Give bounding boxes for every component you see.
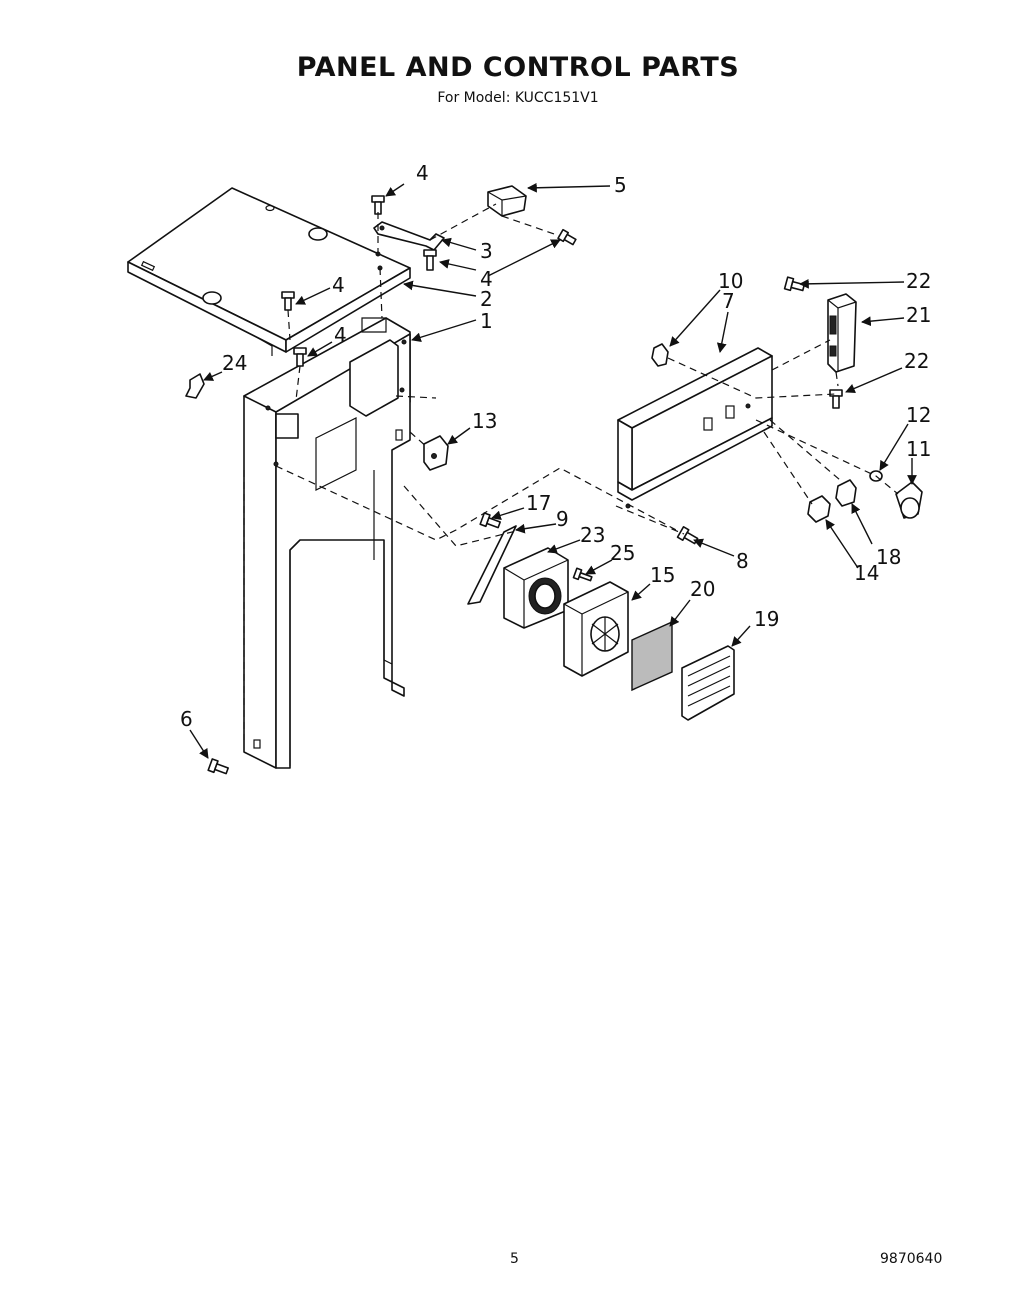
main-panel-part [243,317,411,769]
callout-label: 12 [906,403,931,427]
top-cover-part [127,187,411,356]
filter-part [631,620,673,692]
assembly-lines [243,203,899,740]
callout-label: 25 [610,541,635,565]
leader-arrows [189,182,917,759]
callout-label: 1 [480,309,493,333]
callout-label: 13 [472,409,497,433]
callout-label: 21 [906,303,931,327]
callout-label: 18 [876,545,901,569]
clip-part [185,373,205,399]
knob-part [895,481,923,519]
callout-label: 24 [222,351,247,375]
callout-label: 19 [754,607,779,631]
bracket-part [373,221,445,251]
callout-label: 23 [580,523,605,547]
switch-14-part [807,495,831,523]
callout-label: 22 [904,349,929,373]
rocker-switch-part [827,293,857,373]
callout-label: 9 [556,507,569,531]
callout-label: 4 [480,267,493,291]
callout-label: 17 [526,491,551,515]
fan-shroud-part [563,581,629,677]
callout-label: 15 [650,563,675,587]
document-number: 9870640 [880,1251,943,1267]
callout-label: 4 [416,161,429,185]
callout-label: 6 [180,707,193,731]
callout-label: 4 [334,323,347,347]
grille-part [681,645,735,721]
callout-label: 10 [718,269,743,293]
callout-label: 7 [722,289,735,313]
callout-label: 8 [736,549,749,573]
callout-label: 4 [332,273,345,297]
callout-label: 11 [906,437,931,461]
switch-18-part [835,479,857,507]
callout-label: 14 [854,561,879,585]
callout-label: 20 [690,577,715,601]
callout-labels: 4 5 3 4 2 4 1 4 24 13 10 7 22 21 22 12 1… [180,161,931,731]
fan-part [503,547,569,629]
callout-label: 2 [480,287,493,311]
control-panel-part [617,347,773,509]
callout-label: 3 [480,239,493,263]
strap-part [467,525,517,605]
page-title: PANEL AND CONTROL PARTS [296,52,740,83]
switch-cap-part [487,185,527,217]
model-subtitle: For Model: KUCC151V1 [437,90,599,106]
callout-label: 5 [614,173,627,197]
callout-label: 22 [906,269,931,293]
switch-part [423,435,449,471]
page-number: 5 [510,1251,519,1267]
panel-clip-part [651,343,669,367]
